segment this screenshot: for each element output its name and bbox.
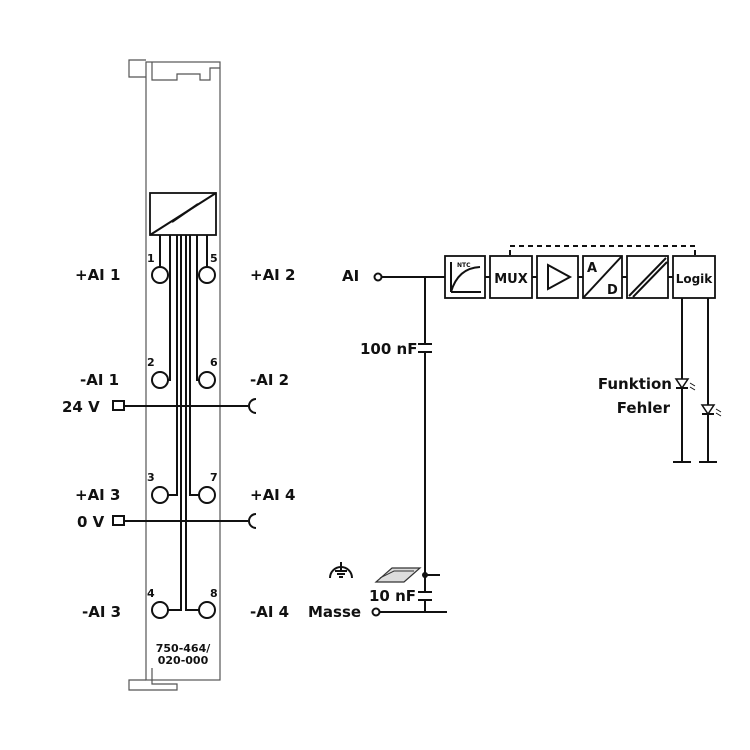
terminal-clamps — [151, 266, 216, 619]
label-ai-input: AI — [342, 267, 359, 285]
led-error-icon — [700, 404, 722, 417]
label-masse: Masse — [308, 603, 361, 621]
label-0v: 0 V — [77, 513, 105, 531]
terminal-number-1: 1 — [147, 252, 155, 265]
input-terminal — [373, 272, 383, 282]
part-number-line2: 020-000 — [158, 654, 209, 667]
terminal-number-6: 6 — [210, 356, 218, 369]
module-housing — [128, 59, 221, 691]
terminal-number-4: 4 — [147, 587, 155, 600]
logic-label: Logik — [676, 272, 714, 286]
mux-block: MUX — [489, 255, 533, 299]
label-plus-ai1: +AI 1 — [75, 266, 120, 284]
logic-block: Logik — [672, 255, 716, 299]
terminal-number-8: 8 — [210, 587, 218, 600]
label-plus-ai2: +AI 2 — [250, 266, 295, 284]
circuit-wires — [380, 245, 717, 613]
din-rail-icon — [374, 567, 422, 583]
ad-converter-block: A D — [582, 255, 623, 299]
isolation-converter — [149, 192, 217, 236]
label-minus-ai1: -AI 1 — [80, 371, 119, 389]
label-funktion: Funktion — [598, 375, 672, 393]
internal-bus — [159, 235, 208, 611]
label-cap-100nf: 100 nF — [360, 340, 417, 358]
isolation-block — [626, 255, 669, 299]
mux-label: MUX — [494, 272, 528, 287]
terminal-number-3: 3 — [147, 471, 155, 484]
label-24v: 24 V — [62, 398, 100, 416]
terminal-number-5: 5 — [210, 252, 218, 265]
ground-terminal — [371, 607, 381, 617]
label-minus-ai2: -AI 2 — [250, 371, 289, 389]
label-plus-ai4: +AI 4 — [250, 486, 295, 504]
terminal-number-2: 2 — [147, 356, 155, 369]
ntc-label: NTC — [457, 262, 471, 269]
terminal-number-7: 7 — [210, 471, 218, 484]
label-minus-ai4: -AI 4 — [250, 603, 289, 621]
label-minus-ai3: -AI 3 — [82, 603, 121, 621]
power-jumpers — [112, 398, 257, 529]
ntc-block: NTC — [444, 255, 486, 299]
label-plus-ai3: +AI 3 — [75, 486, 120, 504]
ad-label-d: D — [607, 283, 618, 298]
label-cap-10nf: 10 nF — [369, 587, 416, 605]
ad-label-a: A — [587, 261, 597, 276]
part-number-line1: 750-464/ — [156, 642, 211, 655]
protective-earth-icon — [329, 562, 353, 579]
led-function-icon — [674, 378, 696, 391]
label-fehler: Fehler — [617, 399, 671, 417]
amplifier-block — [536, 255, 579, 299]
